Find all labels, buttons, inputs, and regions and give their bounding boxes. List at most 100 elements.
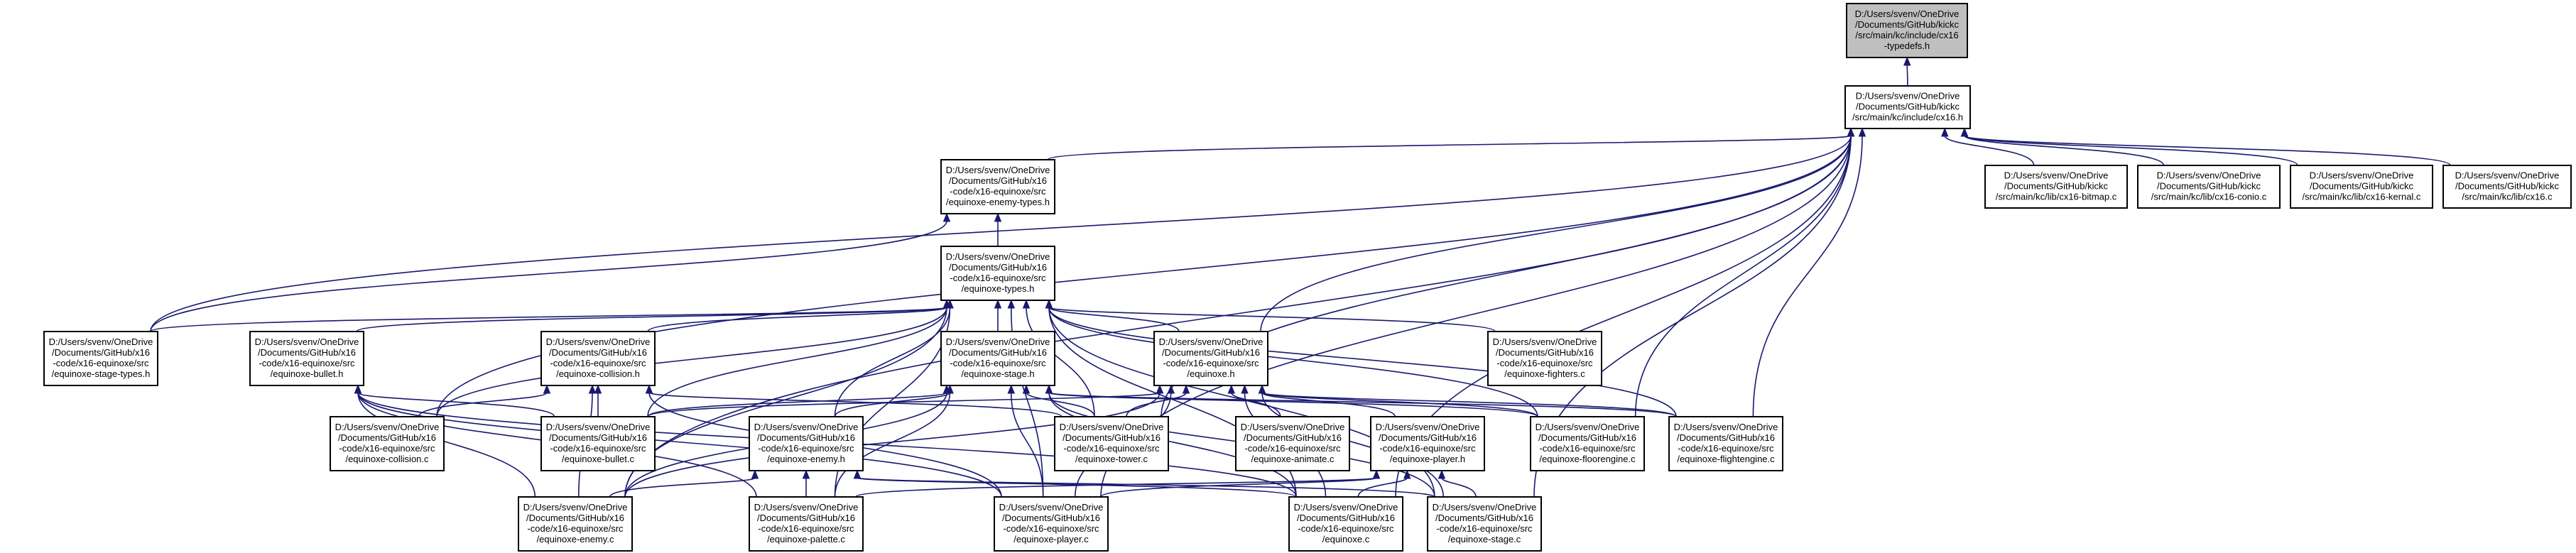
node-label-line: /equinoxe-fighters.c [1504, 368, 1585, 379]
edge-arrowhead [1007, 384, 1015, 394]
node-towerc[interactable]: D:/Users/svenv/OneDrive/Documents/GitHub… [1054, 416, 1169, 471]
node-collisionc[interactable]: D:/Users/svenv/OneDrive/Documents/GitHub… [330, 416, 445, 471]
node-label-line: /equinoxe-stage.h [961, 368, 1034, 379]
node-bitmap[interactable]: D:/Users/svenv/OneDrive/Documents/GitHub… [1984, 165, 2128, 209]
node-label-line: /equinoxe-collision.h [556, 368, 640, 379]
edge-arrowhead [942, 212, 951, 222]
node-label-line: /src/main/kc/include/cx16.h [1852, 112, 1963, 123]
node-box [540, 331, 656, 386]
node-enemytypes[interactable]: D:/Users/svenv/OneDrive/Documents/GitHub… [940, 159, 1055, 214]
node-label-line: D:/Users/svenv/OneDrive [2455, 170, 2560, 181]
node-cx16h[interactable]: D:/Users/svenv/OneDrive/Documents/GitHub… [1844, 85, 1971, 129]
node-label-line: /Documents/GitHub/x16 [949, 262, 1047, 273]
node-conio[interactable]: D:/Users/svenv/OneDrive/Documents/GitHub… [2137, 165, 2281, 209]
edge-stagec-to-equinoxeh [1261, 392, 1445, 498]
edge-enemyc-to-cx16h [624, 135, 1852, 498]
node-box [1668, 416, 1783, 471]
node-collisionh[interactable]: D:/Users/svenv/OneDrive/Documents/GitHub… [540, 331, 656, 386]
node-label-line: /Documents/GitHub/x16 [1435, 513, 1533, 523]
node-label-line: /Documents/GitHub/x16 [1162, 347, 1260, 358]
node-label-line: /Documents/GitHub/kickc [1856, 102, 1960, 112]
node-typedefs[interactable]: D:/Users/svenv/OneDrive/Documents/GitHub… [1846, 3, 1968, 58]
node-stagetypes[interactable]: D:/Users/svenv/OneDrive/Documents/GitHub… [43, 331, 158, 386]
node-animatec[interactable]: D:/Users/svenv/OneDrive/Documents/GitHub… [1235, 416, 1350, 471]
node-label-line: -code/x16-equinoxe/src [527, 523, 624, 534]
node-label-line: /equinoxe-player.h [1390, 454, 1465, 464]
node-label-line: D:/Users/svenv/OneDrive [335, 422, 440, 432]
nodes-layer: D:/Users/svenv/OneDrive/Documents/GitHub… [43, 3, 2572, 552]
node-label-line: /equinoxe-flightengine.c [1677, 454, 1775, 464]
node-floorengine[interactable]: D:/Users/svenv/OneDrive/Documents/GitHub… [1530, 416, 1645, 471]
edge-equinoxec-to-stageh [1048, 392, 1297, 498]
edge-arrowhead [1007, 299, 1015, 309]
node-label-line: /Documents/GitHub/x16 [757, 513, 855, 523]
node-stageh[interactable]: D:/Users/svenv/OneDrive/Documents/GitHub… [940, 331, 1055, 386]
node-palettec[interactable]: D:/Users/svenv/OneDrive/Documents/GitHub… [749, 496, 864, 552]
node-bulleth[interactable]: D:/Users/svenv/OneDrive/Documents/GitHub… [249, 331, 364, 386]
node-label-line: /equinoxe-floorengine.c [1539, 454, 1636, 464]
node-label-line: /src/main/kc/lib/cx16-kernal.c [2303, 192, 2421, 202]
edge-arrowhead [1438, 469, 1446, 479]
edge-arrowhead [1182, 384, 1190, 394]
edge-arrowhead [1372, 469, 1381, 479]
node-label-line: /equinoxe-bullet.h [271, 368, 344, 379]
node-label-line: /Documents/GitHub/x16 [1244, 432, 1342, 443]
node-label-line: /Documents/GitHub/kickc [1855, 19, 1959, 30]
node-label-line: D:/Users/svenv/OneDrive [523, 502, 628, 513]
node-box [249, 331, 364, 386]
edge-towerc-to-stageh [1026, 392, 1095, 417]
node-enemyh[interactable]: D:/Users/svenv/OneDrive/Documents/GitHub… [749, 416, 864, 471]
node-cx16c[interactable]: D:/Users/svenv/OneDrive/Documents/GitHub… [2442, 165, 2572, 209]
edge-arrowhead [588, 384, 597, 394]
edge-playerc-to-stageh [1010, 392, 1044, 498]
node-box [1846, 3, 1968, 58]
node-enemyc[interactable]: D:/Users/svenv/OneDrive/Documents/GitHub… [518, 496, 633, 552]
node-playerh[interactable]: D:/Users/svenv/OneDrive/Documents/GitHub… [1370, 416, 1485, 471]
edge-bulletc-to-bulleth [357, 392, 555, 417]
node-label-line: D:/Users/svenv/OneDrive [1674, 422, 1778, 432]
node-playerc[interactable]: D:/Users/svenv/OneDrive/Documents/GitHub… [994, 496, 1109, 552]
node-label-line: -code/x16-equinoxe/src [1244, 443, 1341, 454]
node-box [2442, 165, 2572, 209]
node-label-line: /equinoxe.h [1187, 368, 1234, 379]
node-types[interactable]: D:/Users/svenv/OneDrive/Documents/GitHub… [940, 246, 1055, 301]
node-box [540, 416, 656, 471]
edge-playerc-to-playerh [1100, 477, 1377, 498]
node-label-line: D:/Users/svenv/OneDrive [1856, 91, 1960, 102]
node-label-line: /equinoxe-stage-types.h [52, 368, 151, 379]
node-label-line: D:/Users/svenv/OneDrive [946, 165, 1050, 175]
edge-arrowhead [354, 384, 362, 394]
node-label-line: /Documents/GitHub/x16 [1538, 432, 1636, 443]
node-label-line: /Documents/GitHub/x16 [52, 347, 150, 358]
edge-arrowhead [1045, 384, 1053, 394]
node-label-line: /src/main/kc/include/cx16 [1855, 30, 1958, 40]
node-label-line: D:/Users/svenv/OneDrive [1060, 422, 1164, 432]
node-label-line: -code/x16-equinoxe/src [1163, 358, 1259, 368]
node-label-line: /equinoxe-tower.c [1075, 454, 1148, 464]
edge-arrowhead [543, 384, 551, 394]
edge-arrowhead [802, 469, 810, 479]
node-kernal[interactable]: D:/Users/svenv/OneDrive/Documents/GitHub… [2290, 165, 2433, 209]
node-fightersc[interactable]: D:/Users/svenv/OneDrive/Documents/GitHub… [1487, 331, 1602, 386]
node-label-line: D:/Users/svenv/OneDrive [999, 502, 1104, 513]
edge-flightengine-to-equinoxeh [1261, 392, 1677, 417]
edge-floorengine-to-cx16h [1634, 135, 1852, 417]
node-stagec[interactable]: D:/Users/svenv/OneDrive/Documents/GitHub… [1427, 496, 1542, 552]
node-flightengine[interactable]: D:/Users/svenv/OneDrive/Documents/GitHub… [1668, 416, 1783, 471]
node-box [1288, 496, 1403, 552]
edge-arrowhead [946, 299, 954, 309]
node-label-line: /Documents/GitHub/x16 [1297, 513, 1395, 523]
edge-cx16c-to-cx16h [1964, 135, 2451, 166]
node-equinoxec[interactable]: D:/Users/svenv/OneDrive/Documents/GitHub… [1288, 496, 1403, 552]
node-box [940, 246, 1055, 301]
node-label-line: /equinoxe-player.c [1013, 534, 1089, 544]
node-bulletc[interactable]: D:/Users/svenv/OneDrive/Documents/GitHub… [540, 416, 656, 471]
edge-floorengine-to-equinoxeh [1261, 392, 1538, 417]
node-label-line: D:/Users/svenv/OneDrive [1159, 336, 1263, 347]
edge-arrowhead [1156, 384, 1164, 394]
node-equinoxeh[interactable]: D:/Users/svenv/OneDrive/Documents/GitHub… [1153, 331, 1268, 386]
edge-playerc-to-bulleth [357, 392, 1002, 498]
node-box [940, 331, 1055, 386]
edge-arrowhead [751, 469, 759, 479]
